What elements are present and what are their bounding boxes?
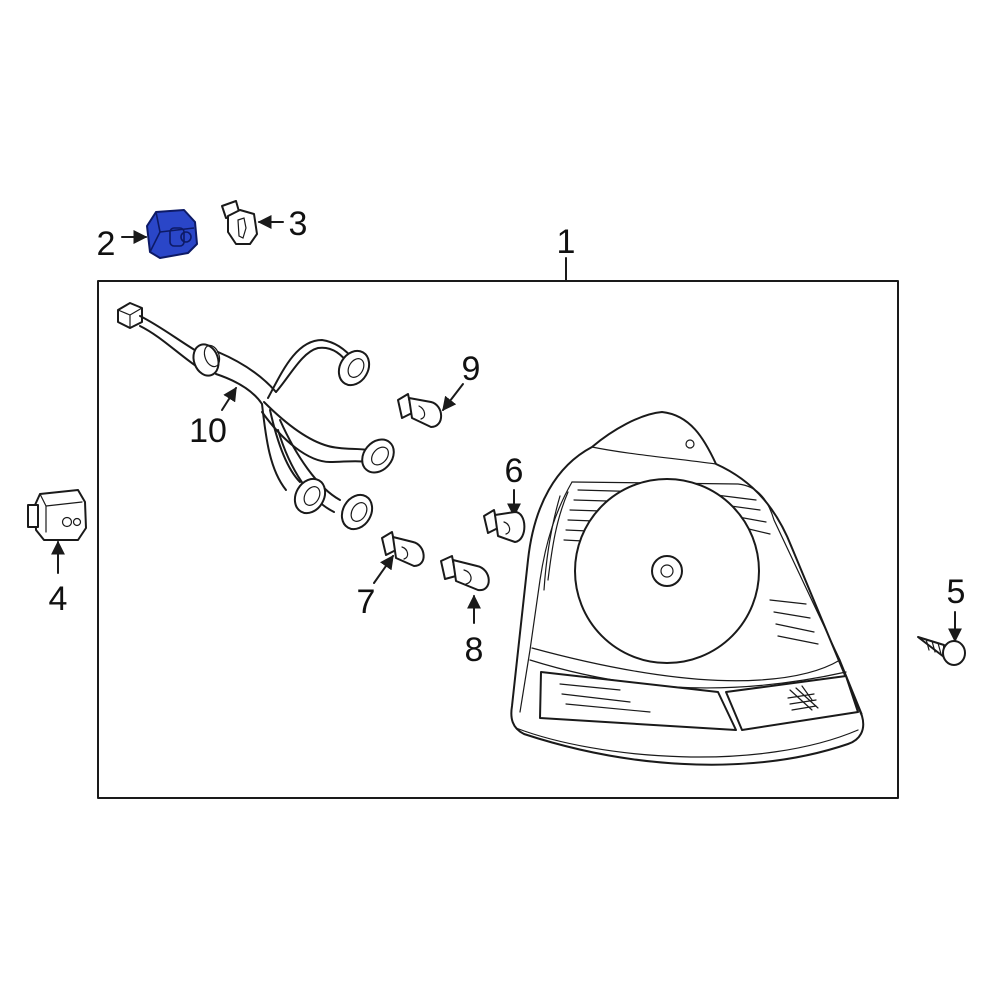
assembly-frame	[97, 280, 899, 799]
part-6-bulb[interactable]	[483, 509, 526, 543]
part-2-socket-highlighted[interactable]	[146, 209, 198, 259]
callout-3[interactable]: 3	[289, 205, 308, 243]
part-4-socket[interactable]	[27, 489, 87, 541]
callout-2[interactable]: 2	[97, 225, 116, 263]
part-5-screw[interactable]	[917, 636, 966, 666]
callout-1[interactable]: 1	[557, 223, 576, 261]
part-3-clip[interactable]	[221, 200, 258, 245]
callout-9[interactable]: 9	[462, 350, 481, 388]
callout-7-arrow	[373, 554, 394, 584]
callout-8[interactable]: 8	[465, 631, 484, 669]
callout-4[interactable]: 4	[49, 580, 68, 618]
callout-10[interactable]: 10	[189, 412, 227, 450]
part-8-bulb[interactable]	[440, 555, 490, 592]
callout-5[interactable]: 5	[947, 573, 966, 611]
part-7-bulb[interactable]	[381, 531, 425, 567]
callout-9-arrow	[442, 383, 464, 412]
tail-lamp-housing[interactable]	[510, 411, 865, 766]
callout-6[interactable]: 6	[505, 452, 524, 490]
part-9-bulb[interactable]	[397, 393, 443, 428]
callout-10-arrow	[221, 386, 237, 411]
callout-7[interactable]: 7	[357, 583, 376, 621]
part-10-wiring-harness[interactable]	[117, 302, 400, 535]
